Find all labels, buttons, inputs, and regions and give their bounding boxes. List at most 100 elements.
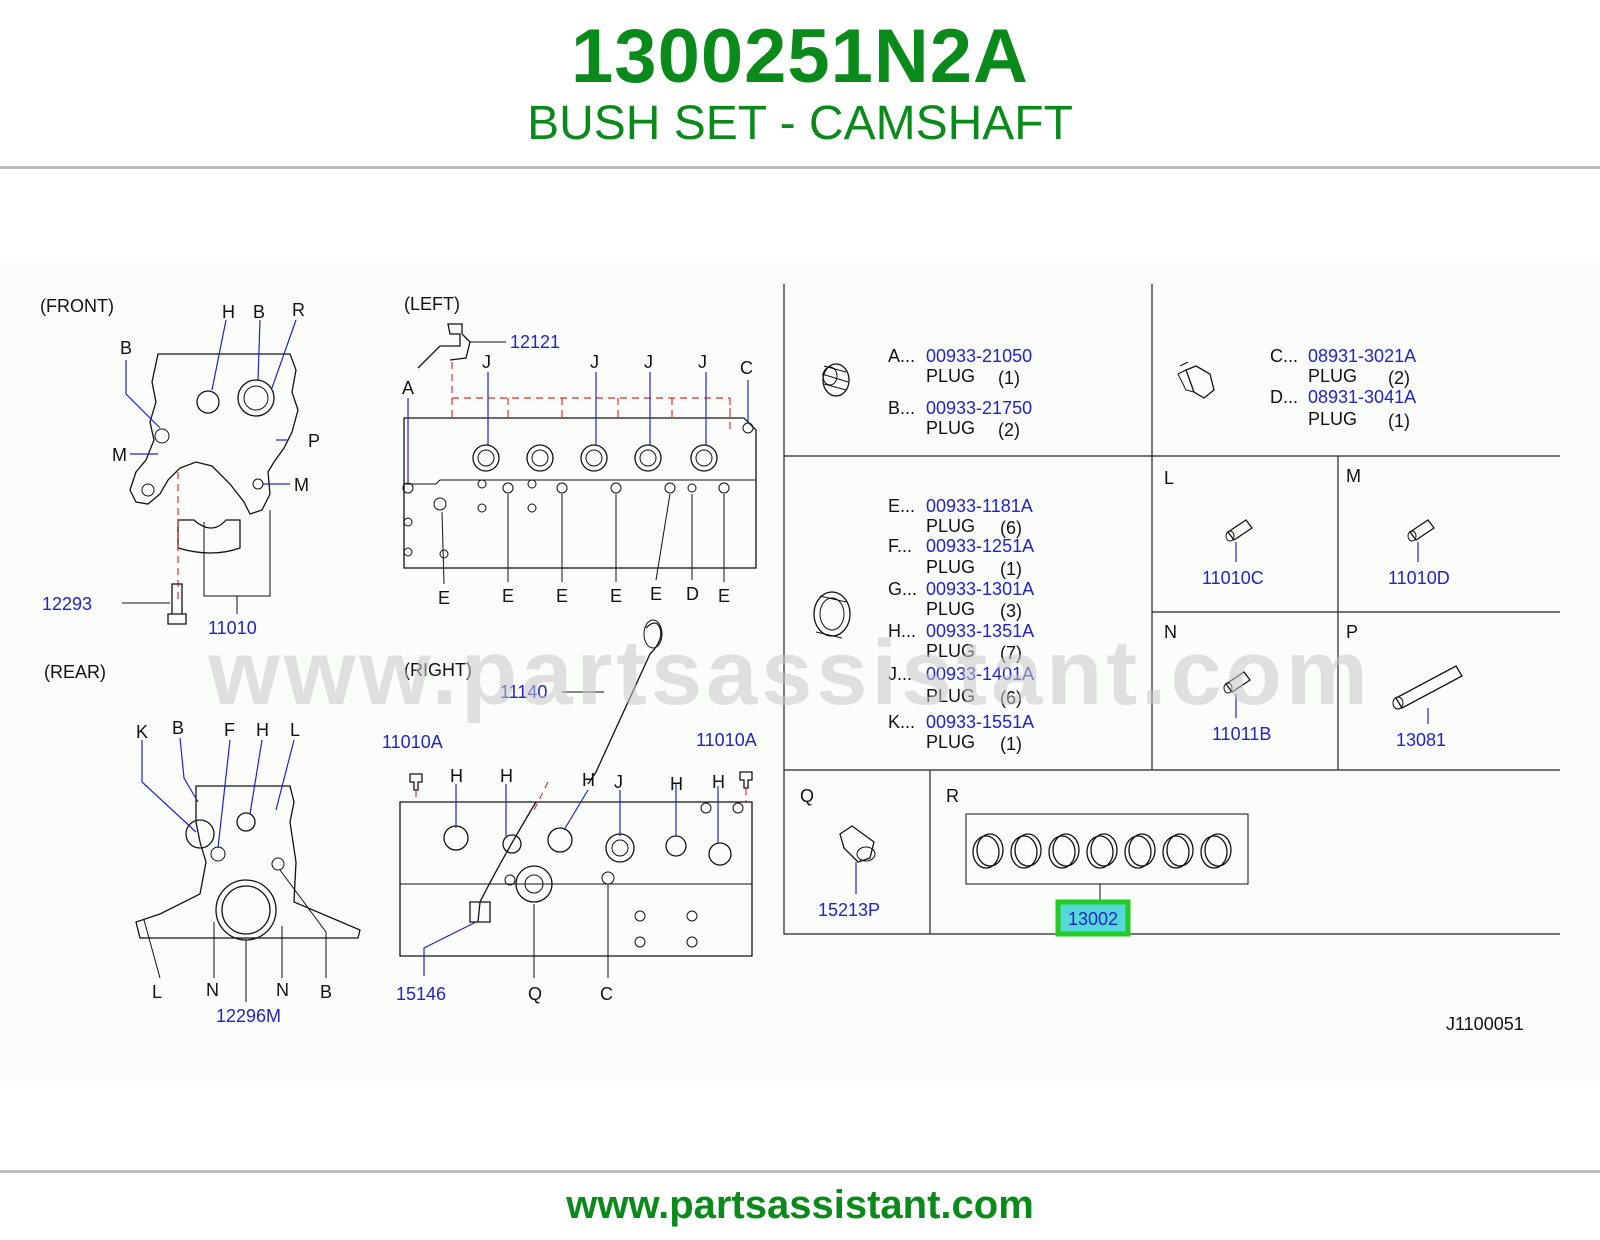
right-label-h3: H <box>582 770 595 790</box>
plug-j-key: J... <box>888 664 912 684</box>
cell-q-letter: Q <box>800 786 814 806</box>
right-label-h4: H <box>670 774 683 794</box>
plug-icon-ab <box>821 363 850 397</box>
front-hole-round-inner <box>243 385 269 411</box>
cell-r-part[interactable]: 13002 <box>1068 909 1118 929</box>
rear-part-12296m[interactable]: 12296M <box>216 1006 281 1026</box>
view-label-left: (LEFT) <box>404 294 460 314</box>
cell-r-letter: R <box>946 786 959 806</box>
front-hole-right <box>252 478 264 490</box>
right-label-h5: H <box>712 772 725 792</box>
plug-j-qty: (6) <box>1000 688 1022 708</box>
plug-b-qty: (2) <box>998 420 1020 440</box>
left-block-outline <box>403 417 757 569</box>
plug-list-ab: A... 00933-21050 PLUG (1) B... 00933-217… <box>888 346 1032 440</box>
cell-m-part[interactable]: 11010D <box>1388 568 1450 588</box>
front-hole-left <box>154 428 170 444</box>
leader-right-h3 <box>563 789 589 831</box>
right-dipstick-11140 <box>587 622 662 785</box>
plug-e-key: E... <box>888 496 915 516</box>
cell-n-letter: N <box>1164 622 1177 642</box>
cell-q-part[interactable]: 15213P <box>818 900 880 920</box>
cell-p-part[interactable]: 13081 <box>1396 730 1446 750</box>
left-label-e4: E <box>610 586 622 606</box>
cell-l-letter: L <box>1164 468 1174 488</box>
right-part-11010a-right[interactable]: 11010A <box>696 730 757 750</box>
cell-l-part[interactable]: 11010C <box>1202 568 1264 588</box>
right-dipstick-ring <box>643 619 663 649</box>
rear-plate-outline <box>135 785 361 939</box>
left-block-rail <box>404 479 756 485</box>
right-bores <box>443 802 744 948</box>
rear-label-n2: N <box>276 980 289 1000</box>
rear-hole-right <box>271 857 285 871</box>
rear-label-k: K <box>136 722 148 742</box>
part-name-subtitle: BUSH SET - CAMSHAFT <box>527 97 1073 150</box>
rear-label-b: B <box>172 718 184 738</box>
leader-rear-l2 <box>143 919 161 979</box>
plug-d-number[interactable]: 08931-3041A <box>1308 387 1416 407</box>
plug-e-number[interactable]: 00933-1181A <box>926 496 1033 516</box>
plug-g-key: G... <box>888 579 917 599</box>
plug-f-number[interactable]: 00933-1251A <box>926 536 1034 556</box>
plug-d-name: PLUG <box>1308 409 1357 429</box>
left-view: (LEFT) 12121 <box>402 294 757 608</box>
leader-left-e1 <box>441 511 445 585</box>
plug-b-number[interactable]: 00933-21750 <box>926 398 1032 418</box>
rear-hole-small <box>210 846 226 862</box>
right-label-h2: H <box>500 766 513 786</box>
cell-n-part[interactable]: 11011B <box>1212 724 1271 744</box>
leader-front-b2 <box>125 360 161 429</box>
right-part-11140[interactable]: 11140 <box>500 682 547 702</box>
footer-url[interactable]: www.partsassistant.com <box>566 1183 1034 1227</box>
plug-g-name: PLUG <box>926 599 975 619</box>
left-label-e2: E <box>502 586 514 606</box>
rear-hole-left <box>185 819 215 849</box>
plug-k-number[interactable]: 00933-1551A <box>926 712 1034 732</box>
right-part-15146[interactable]: 15146 <box>396 984 446 1004</box>
right-part-11010a-left[interactable]: 11010A <box>382 732 443 752</box>
table-grid-lines <box>783 284 1560 935</box>
plug-b-name: PLUG <box>926 418 975 438</box>
rear-label-l2: L <box>152 982 162 1002</box>
front-label-m: M <box>112 445 127 465</box>
front-cover-outline <box>129 353 299 515</box>
plug-k-key: K... <box>888 712 915 732</box>
view-label-right: (RIGHT) <box>404 660 472 680</box>
front-bolt-12293 <box>167 583 187 625</box>
highlighted-part-box <box>1055 899 1131 937</box>
plug-j-name: PLUG <box>926 686 975 706</box>
leader-rear-b2 <box>279 869 327 978</box>
plug-f-name: PLUG <box>926 557 975 577</box>
plug-e-qty: (6) <box>1000 518 1022 538</box>
right-label-c: C <box>600 984 613 1004</box>
plug-g-number[interactable]: 00933-1301A <box>926 579 1034 599</box>
left-label-a: A <box>402 378 414 398</box>
parts-diagram: (FRONT) H B R B P M M 12293 11010 ( <box>0 262 1600 1082</box>
left-part-12121[interactable]: 12121 <box>510 332 560 352</box>
plug-d-key: D... <box>1270 387 1298 407</box>
front-part-11010[interactable]: 11010 <box>208 618 257 638</box>
front-part-12293[interactable]: 12293 <box>42 594 92 614</box>
left-label-d: D <box>686 584 699 604</box>
plug-h-number[interactable]: 00933-1351A <box>926 621 1034 641</box>
rear-main-seal-inner <box>221 885 271 935</box>
rear-view: (REAR) K B F H L L N N B 12296M <box>44 662 361 1026</box>
front-label-b: B <box>253 302 265 322</box>
parts-diagram-svg: (FRONT) H B R B P M M 12293 11010 ( <box>40 284 1560 1034</box>
plug-a-number[interactable]: 00933-21050 <box>926 346 1032 366</box>
front-label-r: R <box>292 300 305 320</box>
right-label-h1: H <box>450 766 463 786</box>
drawing-id: J1100051 <box>1446 1014 1524 1034</box>
plug-list-ek: E... 00933-1181A PLUG (6) F... 00933-125… <box>888 496 1034 754</box>
plug-j-number[interactable]: 00933-1401A <box>926 664 1034 684</box>
plug-c-number[interactable]: 08931-3021A <box>1308 346 1416 366</box>
plug-k-qty: (1) <box>1000 734 1022 754</box>
rear-main-seal <box>215 879 277 941</box>
front-hole-lower <box>141 483 155 497</box>
front-label-h: H <box>222 302 235 322</box>
plug-a-qty: (1) <box>998 368 1020 388</box>
plug-a-key: A... <box>888 346 915 366</box>
left-label-j2: J <box>590 352 599 372</box>
left-sensor-12121 <box>417 323 471 369</box>
